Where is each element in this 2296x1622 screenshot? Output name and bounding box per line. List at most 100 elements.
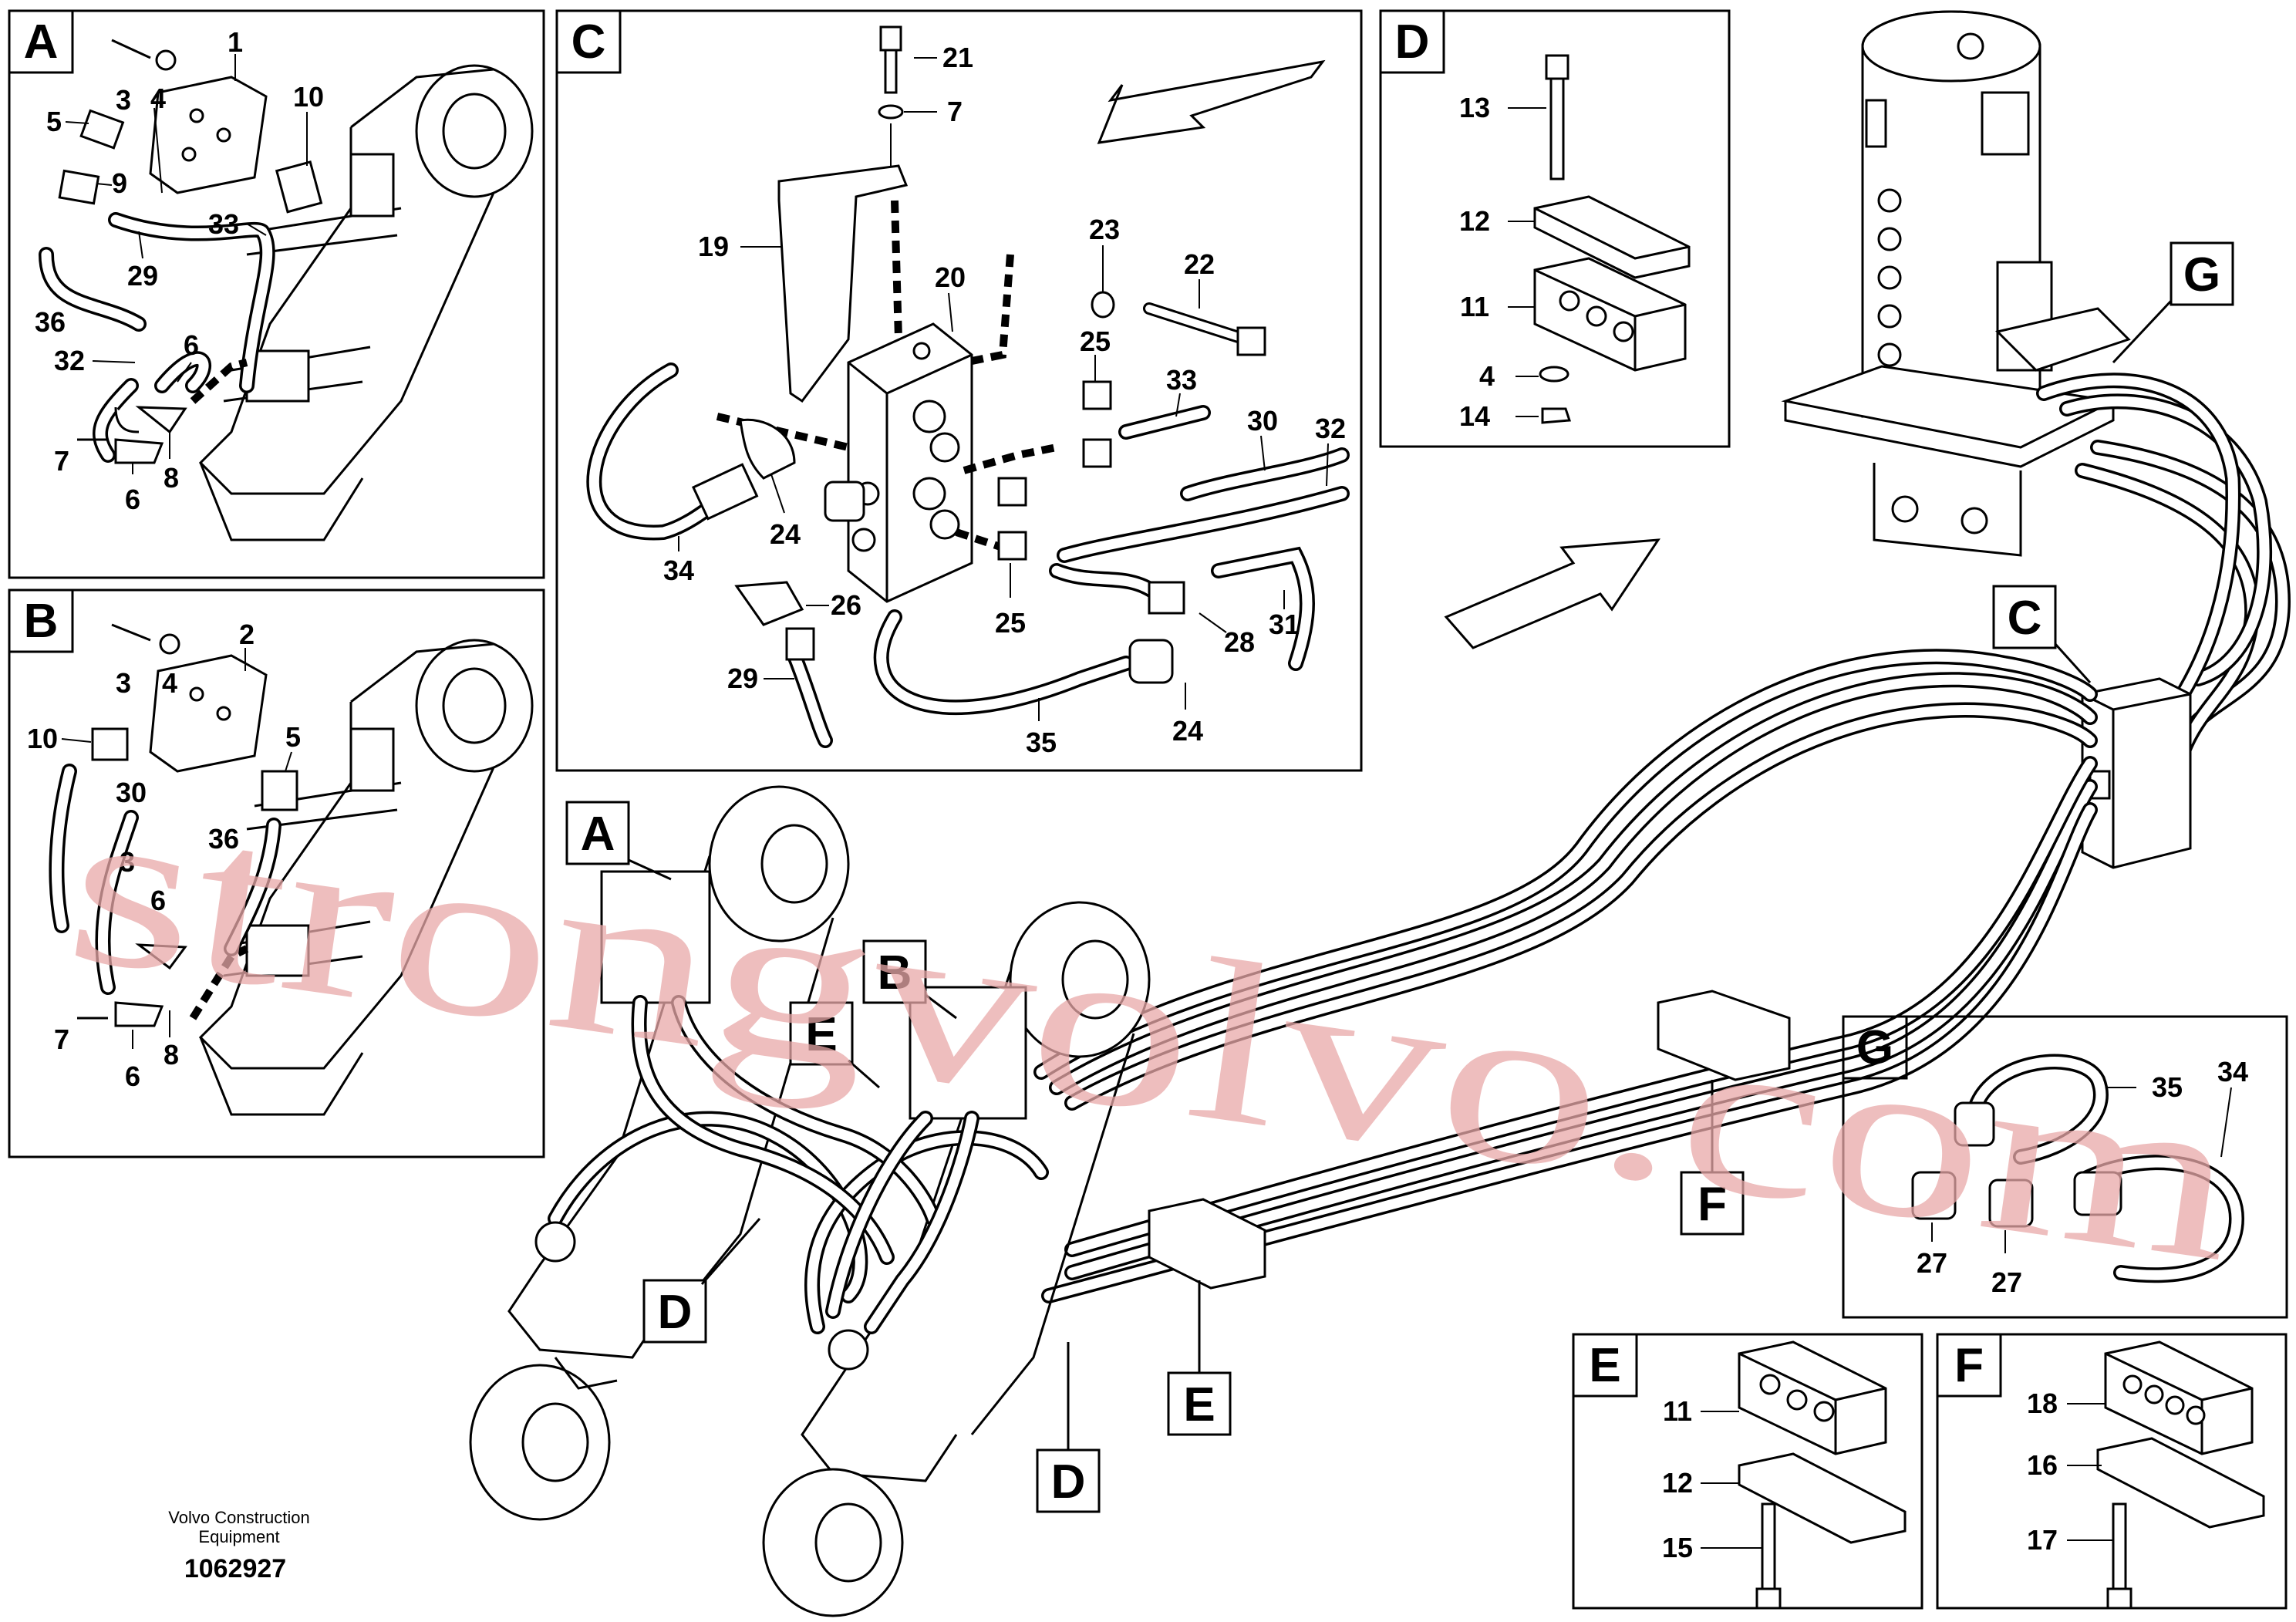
washer-4-d [1539, 366, 1569, 383]
callout-g-27-left: 27 [1917, 1247, 1947, 1279]
callout-d-12: 12 [1459, 205, 1490, 237]
label-box-c [1992, 585, 2057, 649]
callout-g-34: 34 [2217, 1056, 2248, 1088]
fitting-5-b [261, 770, 298, 811]
adapter-27-left [1911, 1171, 1957, 1220]
bolt-15 [1761, 1502, 1776, 1594]
panel-d-letter-box [1379, 9, 1445, 74]
panel-g-letter: G [1856, 1021, 1893, 1074]
fitting-24-lower [1128, 639, 1174, 684]
label-box-e-lower [1167, 1371, 1232, 1436]
cylinder-b-top-port [349, 727, 395, 792]
main-labels: A B E D D E F C G [565, 241, 2234, 1513]
callout-c-24-lower: 24 [1172, 715, 1203, 747]
callout-c-33: 33 [1166, 364, 1197, 396]
panel-g: G 35 34 27 27 [1842, 1015, 2288, 1319]
callout-a-4: 4 [150, 83, 166, 114]
callout-c-20: 20 [935, 261, 966, 293]
main-label-a: A [581, 808, 615, 861]
callout-b-7: 7 [54, 1023, 69, 1055]
footer: Volvo Construction Equipment 1062927 [168, 1508, 309, 1583]
callout-c-26: 26 [831, 589, 861, 621]
panel-a-frame [8, 9, 545, 579]
callout-a-8: 8 [164, 462, 179, 494]
panel-g-letter-box [1842, 1015, 1908, 1080]
panel-a-letter-box [8, 9, 74, 74]
callout-b-4: 4 [162, 667, 177, 699]
valve-block-1 [149, 76, 268, 194]
main-label-e-lower: E [1183, 1378, 1215, 1431]
panel-d-letter: D [1395, 15, 1430, 69]
main-label-d-left: D [658, 1286, 693, 1339]
callout-c-21: 21 [942, 42, 973, 73]
panel-b-frame [8, 588, 545, 1158]
clamp-e-main [1148, 1198, 1266, 1290]
label-box-b [862, 939, 927, 1004]
callout-a-7: 7 [54, 445, 69, 477]
fitting-25-upper-1 [1082, 380, 1112, 410]
panel-d: D 13 12 11 4 14 [1379, 9, 1731, 448]
bolt-17 [2112, 1502, 2127, 1594]
panel-e-frame [1572, 1333, 1923, 1610]
panel-e-letter-box [1572, 1333, 1638, 1398]
valve-block-2 [149, 654, 268, 773]
nut-14 [1541, 407, 1572, 424]
cylinder-a-top-port [349, 153, 395, 218]
callout-c-24-upper: 24 [770, 518, 801, 550]
callout-d-4: 4 [1479, 360, 1495, 392]
panel-e-letter: E [1589, 1339, 1620, 1392]
footer-company-line2: Equipment [198, 1527, 279, 1546]
cylinder-a [198, 64, 534, 541]
callout-c-30: 30 [1247, 405, 1278, 437]
callout-f-16: 16 [2027, 1449, 2058, 1481]
plate-12 [1533, 195, 1691, 279]
callout-e-11: 11 [1663, 1395, 1692, 1427]
washer-23 [1091, 291, 1115, 319]
panel-b: B 2 3 4 10 5 3 [8, 588, 545, 1158]
fitting-25-lower-1 [997, 477, 1027, 507]
check-valve [824, 481, 865, 522]
callout-a-5: 5 [46, 106, 62, 137]
label-box-e-upper [789, 1001, 854, 1066]
main-label-c: C [2008, 592, 2042, 645]
callout-d-14: 14 [1459, 400, 1490, 432]
callout-b-2: 2 [239, 619, 255, 650]
callout-b-8: 8 [164, 1039, 179, 1071]
callout-c-34: 34 [663, 555, 694, 586]
callout-f-18: 18 [2027, 1388, 2058, 1419]
label-box-a [565, 801, 630, 865]
clamp-f-main [1657, 990, 1791, 1081]
callout-c-23: 23 [1089, 214, 1120, 245]
panel-c-letter: C [571, 15, 606, 69]
main-label-f: F [1698, 1178, 1727, 1231]
panel-c: C [555, 9, 1363, 772]
callout-b-10: 10 [27, 723, 58, 754]
callout-c-35: 35 [1026, 727, 1057, 758]
direction-arrow-main [1444, 538, 1660, 649]
callout-c-19: 19 [698, 231, 729, 262]
label-box-d-bottom [1036, 1448, 1101, 1513]
swivel-joint [1781, 10, 2131, 557]
fitting-25-upper-2 [1082, 438, 1112, 468]
panel-a: A [8, 9, 545, 579]
main-label-d-bottom: D [1051, 1455, 1086, 1509]
panel-f-letter: F [1954, 1339, 1984, 1392]
fitting-10-a [275, 160, 323, 214]
fitting-28 [1148, 581, 1185, 615]
panel-a-letter: A [24, 15, 59, 69]
callout-d-13: 13 [1459, 92, 1490, 123]
fitting-9-a [58, 169, 100, 205]
callout-e-15: 15 [1662, 1532, 1693, 1563]
callout-e-12: 12 [1662, 1467, 1693, 1499]
label-box-d-left [642, 1279, 707, 1344]
main-label-b: B [878, 946, 912, 1000]
plate-16-f [2096, 1437, 2265, 1529]
panel-c-frame [555, 9, 1363, 772]
callout-b-30: 30 [116, 777, 147, 808]
callout-b-6-bottom: 6 [125, 1061, 140, 1092]
callout-c-25-bottom: 25 [995, 607, 1026, 639]
panel-d-frame [1379, 9, 1731, 448]
callout-a-6-top: 6 [184, 329, 199, 361]
callout-a-10: 10 [293, 81, 324, 113]
fitting-24-upper [739, 418, 796, 480]
